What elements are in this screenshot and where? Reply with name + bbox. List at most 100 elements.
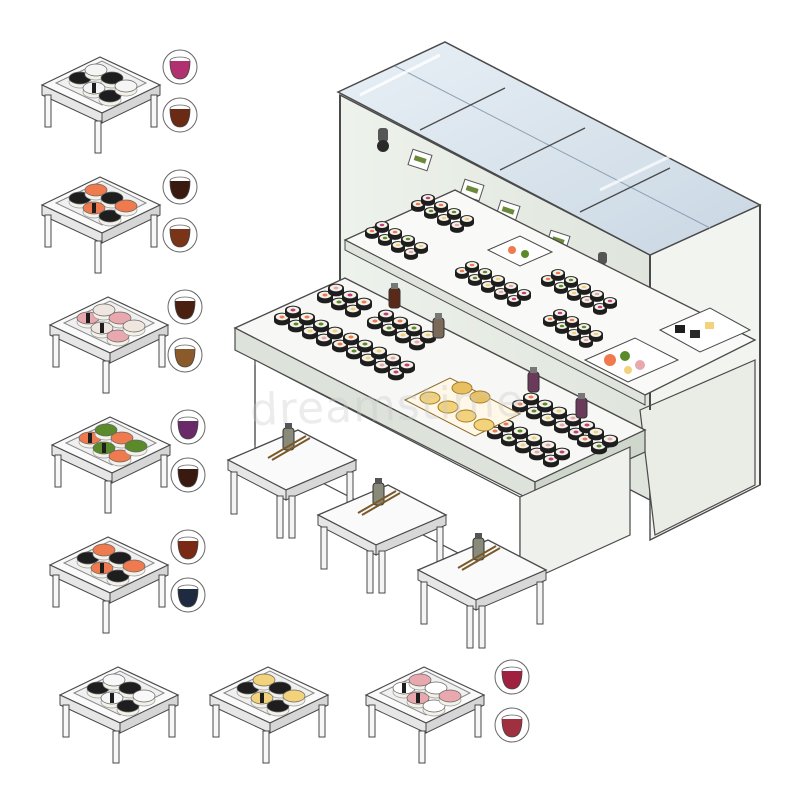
sushi-roll xyxy=(375,221,389,233)
spot-lamp-icon xyxy=(377,128,389,152)
sushi-platter-stand xyxy=(40,49,198,154)
soy-bottle-icon xyxy=(388,283,401,309)
sushi-roll xyxy=(602,434,618,448)
sauce-bowl-icon xyxy=(170,577,206,613)
dining-table xyxy=(316,478,448,594)
sushi-pieces xyxy=(68,183,138,227)
sauce-bowl-icon xyxy=(167,337,203,373)
sushi-platter-stand xyxy=(208,666,330,764)
tempura-rolls-tray xyxy=(403,377,522,437)
sushi-pieces xyxy=(392,673,462,717)
sushi-roll xyxy=(385,353,401,367)
sushi-roll xyxy=(414,242,428,254)
sushi-pieces xyxy=(236,673,306,717)
sushi-roll xyxy=(577,323,591,335)
sushi-roll xyxy=(392,316,408,330)
sushi-roll xyxy=(434,201,448,213)
sushi-roll xyxy=(328,283,344,297)
sushi-roll xyxy=(447,208,461,220)
sushi-roll xyxy=(590,290,604,302)
sushi-roll xyxy=(593,303,607,315)
counter-rolls xyxy=(274,283,618,468)
sushi-roll xyxy=(543,315,557,327)
sushi-roll xyxy=(399,360,415,374)
sushi-roll xyxy=(365,227,379,239)
sushi-platter-stand xyxy=(364,659,530,764)
sushi-roll xyxy=(421,194,435,206)
sushi-platter-stand xyxy=(48,289,203,394)
sauce-bowl-icon xyxy=(162,169,198,205)
sushi-pieces xyxy=(68,63,138,107)
sushi-roll xyxy=(515,440,531,454)
sushi-roll xyxy=(565,413,581,427)
sushi-roll xyxy=(357,339,373,353)
sushi-roll xyxy=(603,297,617,309)
watermark: dreamstime xyxy=(249,376,525,437)
sushi-pieces xyxy=(86,673,156,717)
sushi-roll xyxy=(577,283,591,295)
sushi-roll xyxy=(580,296,594,308)
sushi-platter-stand xyxy=(50,409,206,514)
chopsticks-icon xyxy=(267,435,311,461)
sushi-roll xyxy=(388,228,402,240)
sushi-roll xyxy=(343,332,359,346)
sauce-bowl-icon xyxy=(162,97,198,133)
sushi-roll xyxy=(551,269,565,281)
sushi-roll xyxy=(302,326,318,340)
sauce-bowl-icon xyxy=(494,707,530,743)
sauce-bowl-icon xyxy=(162,49,198,85)
sushi-roll xyxy=(537,399,553,413)
sushi-roll xyxy=(345,304,361,318)
chopsticks-icon xyxy=(457,545,501,571)
bento-tray xyxy=(658,307,752,353)
sushi-roll xyxy=(406,323,422,337)
sauce-bowl-icon xyxy=(494,659,530,695)
sushi-roll xyxy=(378,309,394,323)
sushi-roll xyxy=(374,360,390,374)
upper-shelf-rolls xyxy=(365,194,617,348)
sushi-roll xyxy=(507,295,521,307)
sushi-roll xyxy=(381,323,397,337)
dining-table xyxy=(416,533,548,649)
sushi-roll xyxy=(313,319,329,333)
dining-tables xyxy=(226,423,548,649)
sushi-pieces xyxy=(78,423,148,467)
sushi-roll xyxy=(553,309,567,321)
sushi-roll xyxy=(498,419,514,433)
bento-tray xyxy=(583,337,680,383)
cabinet-lower-front xyxy=(639,359,756,536)
sushi-roll xyxy=(512,399,528,413)
sushi-platters xyxy=(40,49,530,764)
chopsticks-icon xyxy=(357,490,401,516)
sauce-bowl-icon xyxy=(167,289,203,325)
sushi-roll xyxy=(504,282,518,294)
sushi-roll xyxy=(540,440,556,454)
price-tag-icon xyxy=(407,148,433,172)
sushi-roll xyxy=(465,261,479,273)
sushi-roll xyxy=(567,329,581,341)
sushi-roll xyxy=(395,330,411,344)
sauce-bowl-icon xyxy=(162,217,198,253)
sushi-roll xyxy=(579,420,595,434)
sushi-roll xyxy=(564,276,578,288)
sushi-display-counter xyxy=(233,41,762,586)
sushi-pieces xyxy=(76,303,146,347)
dining-table xyxy=(226,423,358,539)
sushi-roll xyxy=(401,235,415,247)
sushi-roll xyxy=(331,297,347,311)
sushi-roll xyxy=(411,200,425,212)
sushi-roll xyxy=(424,207,438,219)
sushi-roll xyxy=(356,297,372,311)
bento-tray xyxy=(486,235,554,267)
sushi-roll xyxy=(342,290,358,304)
soy-bottle-icon xyxy=(527,367,540,393)
sushi-roll xyxy=(327,326,343,340)
sushi-roll xyxy=(371,346,387,360)
sushi-platter-stand xyxy=(40,169,198,274)
sauce-bowl-icon xyxy=(170,409,206,445)
sauce-bowl-icon xyxy=(170,529,206,565)
sushi-roll xyxy=(478,268,492,280)
sushi-roll xyxy=(299,312,315,326)
sauce-bowl-icon xyxy=(170,457,206,493)
sushi-roll xyxy=(554,447,570,461)
